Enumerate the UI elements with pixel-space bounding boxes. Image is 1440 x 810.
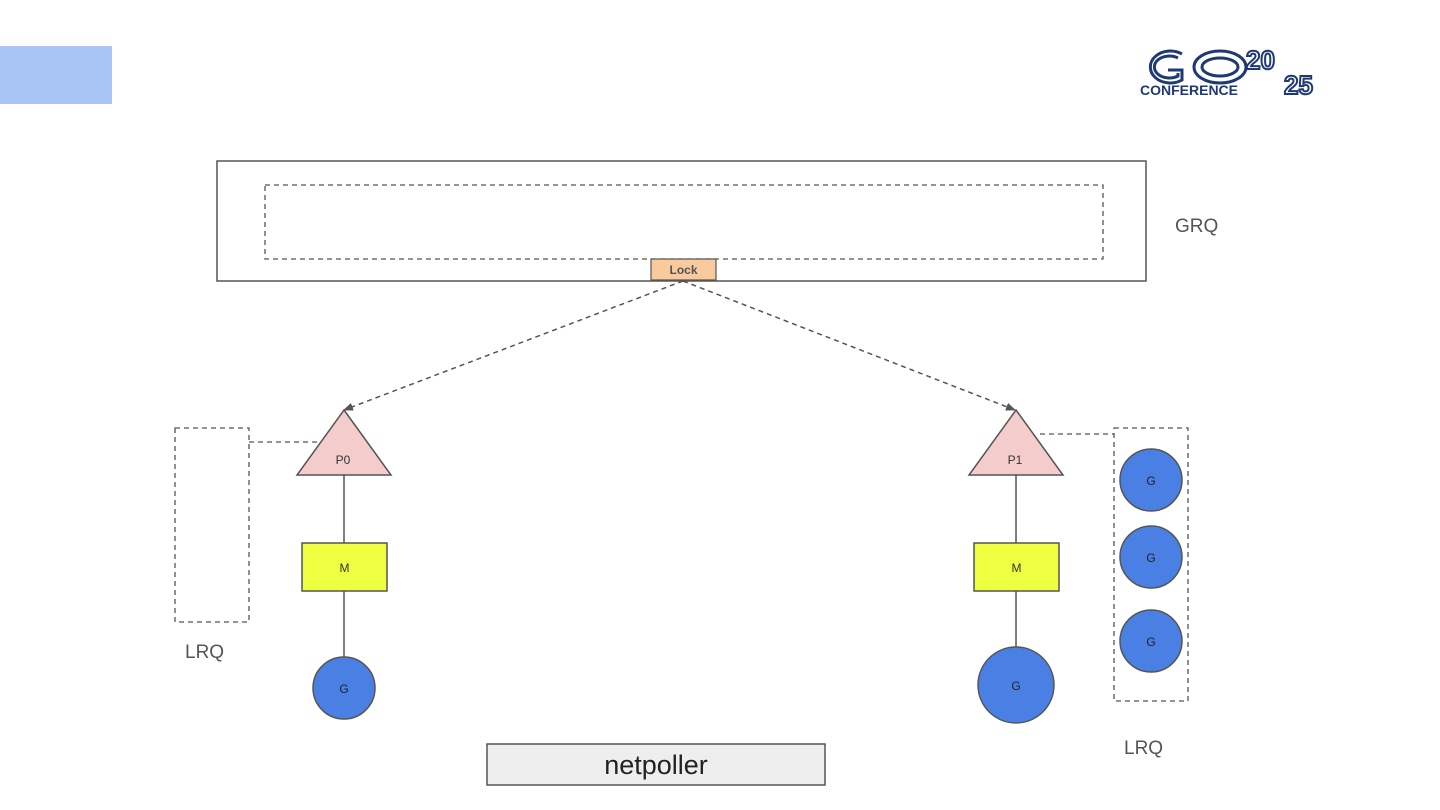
go-conference-logo: 20 25 CONFERENCE — [1140, 44, 1314, 100]
goroutine-right-label: G — [1011, 679, 1020, 693]
goroutine-left-label: G — [339, 682, 348, 696]
lrq-goroutine-1 — [1119, 448, 1183, 512]
machine-m-left — [301, 542, 388, 592]
lock-to-p1-arrow — [682, 280, 1016, 411]
left-lrq-box — [174, 427, 250, 623]
machine-m-right — [973, 542, 1060, 592]
goroutine-left-running — [312, 656, 376, 720]
grq-label: GRQ — [1175, 216, 1218, 237]
lrq-goroutine-1-label: G — [1146, 474, 1155, 488]
netpoller-label: netpoller — [604, 750, 708, 780]
lrq-goroutine-2 — [1119, 525, 1183, 589]
processor-p1-triangle — [967, 408, 1065, 476]
processor-p0-label: P0 — [336, 453, 351, 467]
processor-p0-triangle — [295, 408, 393, 476]
slide-corner-tab — [0, 46, 112, 104]
right-lrq-box — [1113, 427, 1189, 702]
svg-text:25: 25 — [1284, 70, 1313, 100]
svg-text:20: 20 — [1246, 45, 1275, 75]
lrq-goroutine-2-label: G — [1146, 551, 1155, 565]
lrq-goroutine-3-label: G — [1146, 635, 1155, 649]
processor-p1-label: P1 — [1008, 453, 1023, 467]
goroutine-right-running — [977, 646, 1055, 724]
lock-to-p0-arrow — [343, 280, 684, 411]
svg-text:CONFERENCE: CONFERENCE — [1140, 82, 1238, 98]
netpoller-box — [486, 743, 826, 786]
machine-m-left-label: M — [340, 561, 350, 575]
machine-m-right-label: M — [1012, 561, 1022, 575]
left-lrq-label: LRQ — [185, 642, 224, 663]
grq-inner-queue — [264, 184, 1104, 260]
lrq-goroutine-3 — [1119, 609, 1183, 673]
right-lrq-label: LRQ — [1124, 738, 1163, 759]
lock-label: Lock — [669, 263, 697, 277]
lock-box — [650, 258, 717, 281]
